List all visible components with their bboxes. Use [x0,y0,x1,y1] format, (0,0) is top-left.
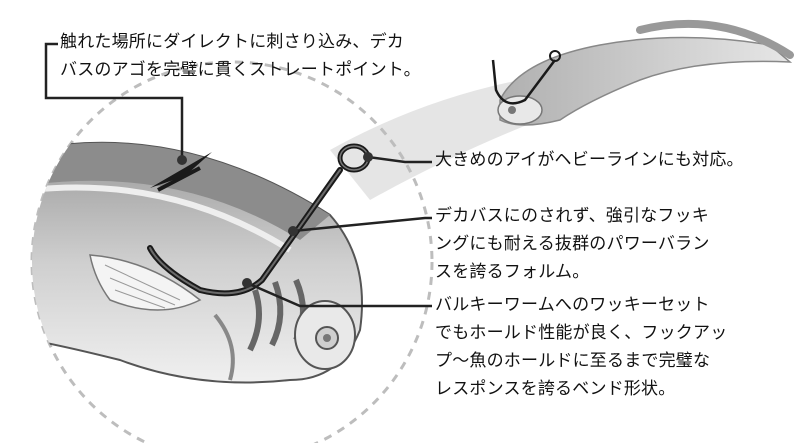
leader-eye [367,155,432,164]
leader-lines [44,42,432,308]
callout-shank-line: デカバスにのされず、強引なフッキ [435,206,710,226]
callout-point-line: バスのアゴを完璧に貫くストレートポイント。 [60,60,421,80]
callout-bend: バルキーワームへのワッキーセット でもホールド性能が良く、フックアッ プ～魚のホ… [435,291,727,403]
callout-eye-line: 大きめのアイがヘビーラインにも対応。 [435,150,744,170]
callout-eye: 大きめのアイがヘビーラインにも対応。 [435,146,744,174]
callout-shank-line: スを誇るフォルム。 [435,262,590,282]
leader-shank [292,216,432,233]
callout-shank-line: ングにも耐える抜群のパワーバラン [435,234,710,254]
callout-point: 触れた場所にダイレクトに刺さり込み、デカ バスのアゴを完璧に貫くストレートポイン… [60,28,421,84]
large-hook [147,143,371,297]
leader-point [44,42,184,160]
leader-bend [246,281,432,308]
callout-shank: デカバスにのされず、強引なフッキ ングにも耐える抜群のパワーバラン スを誇るフォ… [435,202,710,286]
small-hook [491,59,556,105]
small-worm [491,19,794,126]
callout-bend-line: プ～魚のホールドに至るまで完璧な [435,351,711,371]
magnifier-circle [30,60,434,443]
large-worm [32,141,363,384]
callout-point-line: 触れた場所にダイレクトに刺さり込み、デカ [60,32,404,52]
callout-bend-line: レスポンスを誇るベンド形状。 [435,379,676,399]
callout-bend-line: バルキーワームへのワッキーセット [435,295,710,315]
callout-bend-line: でもホールド性能が良く、フックアッ [435,323,728,343]
